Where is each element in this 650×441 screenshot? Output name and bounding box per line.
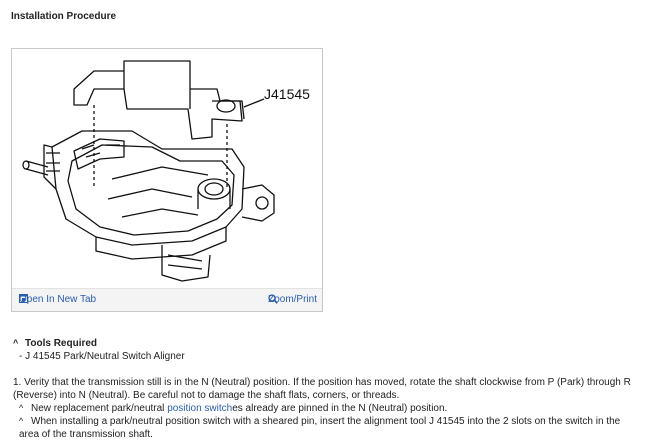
switch-illustration: J41545: [22, 60, 310, 282]
callout-label: J41545: [264, 86, 310, 102]
page-title: Installation Procedure: [11, 11, 117, 22]
caret-bullet: ^: [13, 338, 19, 348]
open-tab-icon: [19, 294, 28, 303]
tools-heading: ^ Tools Required: [13, 337, 185, 350]
illustration-toolbar: Open In New Tab Zoom/Print: [12, 288, 322, 311]
open-new-tab-link[interactable]: Open In New Tab: [19, 294, 96, 305]
dash-bullet: -: [19, 351, 23, 362]
tools-required-section: ^ Tools Required - J 41545 Park/Neutral S…: [13, 337, 185, 363]
step-1: 1. Verity that the transmission still is…: [13, 377, 631, 401]
tools-heading-text: Tools Required: [25, 338, 98, 349]
tool-item-text: J 41545 Park/Neutral Switch Aligner: [25, 351, 185, 362]
open-new-tab-label: Open In New Tab: [19, 294, 97, 305]
step-1-note-2: ^When installing a park/neutral position…: [13, 415, 633, 441]
note-1-prefix: New replacement park/neutral: [31, 403, 168, 414]
tool-item: - J 41545 Park/Neutral Switch Aligner: [13, 350, 185, 363]
caret-bullet: ^: [19, 403, 24, 413]
position-switch-link[interactable]: position switch: [167, 403, 233, 414]
note-2-text: When installing a park/neutral position …: [19, 416, 621, 440]
magnifier-icon: [268, 294, 278, 304]
caret-bullet: ^: [19, 416, 24, 426]
zoom-print-link[interactable]: Zoom/Print: [268, 294, 317, 305]
procedure-steps: 1. Verity that the transmission still is…: [13, 376, 633, 441]
illustration-frame: J41545 Open In New Tab Zoom/Print: [11, 48, 323, 312]
step-1-note-1: ^ New replacement park/neutral position s…: [13, 402, 633, 415]
zoom-print-label: Zoom/Print: [268, 294, 317, 305]
note-1-suffix: es already are pinned in the N (Neutral)…: [232, 403, 448, 414]
